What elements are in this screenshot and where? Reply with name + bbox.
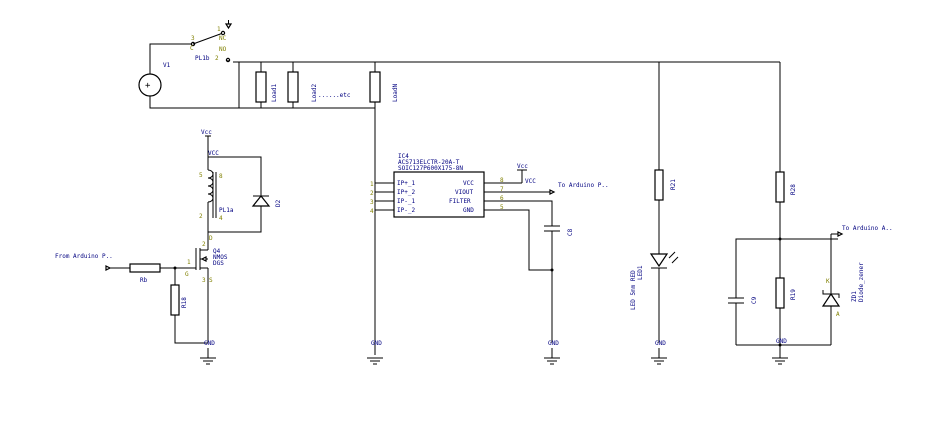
svg-text:Q4: Q4	[213, 248, 221, 255]
svg-text:4: 4	[219, 215, 223, 222]
svg-text:ZD1: ZD1	[851, 291, 858, 302]
svg-text:R19: R19	[790, 289, 797, 300]
svg-text:S: S	[209, 277, 213, 284]
diode-d2: D2	[208, 188, 282, 233]
to-arduino-2-label: To Arduino A..	[842, 225, 893, 232]
relay-coil-label: PL1a	[219, 207, 234, 214]
gnd-loads: GND	[367, 340, 383, 365]
svg-text:R28: R28	[790, 184, 797, 195]
load2: Load2	[287, 71, 318, 103]
relay-switch-label: PL1b	[195, 55, 210, 62]
vcc-coil-label: Vcc	[201, 129, 212, 136]
svg-text:DGS: DGS	[213, 260, 224, 267]
svg-text:IP+_2: IP+_2	[397, 189, 415, 196]
contact-no-label: NO	[219, 46, 227, 53]
gnd-q4: GND	[200, 340, 216, 365]
svg-text:R21: R21	[670, 179, 677, 190]
svg-text:IP+_1: IP+_1	[397, 180, 415, 187]
gnd-ic: GND	[544, 340, 560, 365]
svg-text:Load1: Load1	[271, 84, 278, 102]
svg-text:GND: GND	[776, 338, 787, 345]
svg-text:D: D	[209, 235, 213, 242]
led-branch: R21 LED 5mm RED LED1 GND	[630, 62, 679, 365]
svg-text:2: 2	[370, 190, 374, 197]
svg-text:LED 5mm RED: LED 5mm RED	[630, 270, 637, 310]
svg-text:2: 2	[199, 213, 203, 220]
loadn: LoadN	[369, 71, 399, 103]
svg-text:IC4: IC4	[398, 153, 409, 160]
svg-text:GND: GND	[655, 340, 666, 347]
svg-text:ACS713ELCTR-20A-T: ACS713ELCTR-20A-T	[398, 159, 460, 166]
svg-text:FILTER: FILTER	[449, 198, 471, 205]
svg-text:4: 4	[370, 208, 374, 215]
svg-text:1: 1	[187, 259, 191, 266]
svg-text:1: 1	[217, 26, 221, 33]
svg-text:2: 2	[202, 241, 206, 248]
svg-text:R18: R18	[181, 297, 188, 308]
svg-text:LoadN: LoadN	[392, 84, 399, 102]
capacitor-c8: C8	[544, 225, 574, 343]
gate-input: From Arduino P.. Rb R18	[55, 253, 208, 344]
svg-text:Rb: Rb	[140, 277, 148, 284]
svg-text:GND: GND	[371, 340, 382, 347]
contact-nc-label: NC	[219, 35, 227, 42]
svg-text:8: 8	[500, 177, 504, 184]
svg-text:NMOS: NMOS	[213, 254, 228, 261]
svg-text:A: A	[836, 311, 840, 318]
ic4-current-sensor: IC4 ACS713ELCTR-20A-T SOIC127P600X175-8N…	[370, 153, 609, 271]
svg-text:GND: GND	[204, 340, 215, 347]
svg-text:7: 7	[500, 186, 504, 193]
supply-wiring	[149, 43, 780, 355]
svg-text:GND: GND	[463, 207, 474, 214]
to-arduino-1-label: To Arduino P..	[558, 182, 609, 189]
svg-text:6: 6	[500, 195, 504, 202]
svg-text:IP-_1: IP-_1	[397, 198, 415, 205]
svg-text:VCC: VCC	[525, 178, 536, 185]
relay-switch-pl1b: 3 1 C NC NO PL1b 2	[190, 20, 233, 63]
svg-text:3: 3	[370, 199, 374, 206]
svg-text:D2: D2	[275, 199, 282, 207]
divider-branch: R28 To Arduino A.. C9 R19 ZD1 Diode_zene…	[728, 62, 893, 365]
svg-text:Vcc: Vcc	[517, 163, 528, 170]
relay-coil-pl1a: Vcc VCC 5 2 8 PL1a 4	[199, 129, 262, 232]
svg-text:C9: C9	[751, 296, 758, 304]
svg-text:2: 2	[215, 55, 219, 62]
svg-text:VIOUT: VIOUT	[455, 189, 473, 196]
svg-text:8: 8	[219, 173, 223, 180]
svg-text:1: 1	[370, 181, 374, 188]
load1: Load1	[255, 71, 278, 103]
contact-c-label: C	[190, 45, 194, 52]
svg-text:K: K	[826, 278, 830, 285]
svg-text:SOIC127P600X175-8N: SOIC127P600X175-8N	[398, 165, 463, 172]
svg-text:3: 3	[202, 277, 206, 284]
load-etc-label: ......etc	[318, 92, 351, 99]
svg-text:LED1: LED1	[637, 265, 644, 280]
svg-text:5: 5	[199, 172, 203, 179]
svg-text:+: +	[145, 81, 151, 91]
nmos-q4: Q4 NMOS DGS 2 D 1 G 3 S	[185, 232, 228, 343]
svg-text:GND: GND	[548, 340, 559, 347]
svg-text:3: 3	[191, 35, 195, 42]
svg-text:5: 5	[500, 204, 504, 211]
svg-text:IP-_2: IP-_2	[397, 207, 415, 214]
voltage-source-v1: + V1	[138, 62, 171, 97]
v1-label: V1	[163, 62, 171, 69]
svg-text:G: G	[185, 271, 189, 278]
svg-text:C8: C8	[567, 228, 574, 236]
svg-text:Load2: Load2	[311, 84, 318, 102]
from-arduino-label: From Arduino P..	[55, 253, 113, 260]
svg-text:VCC: VCC	[208, 150, 219, 157]
svg-text:VCC: VCC	[463, 180, 474, 187]
svg-text:Diode_zener: Diode_zener	[858, 262, 865, 302]
